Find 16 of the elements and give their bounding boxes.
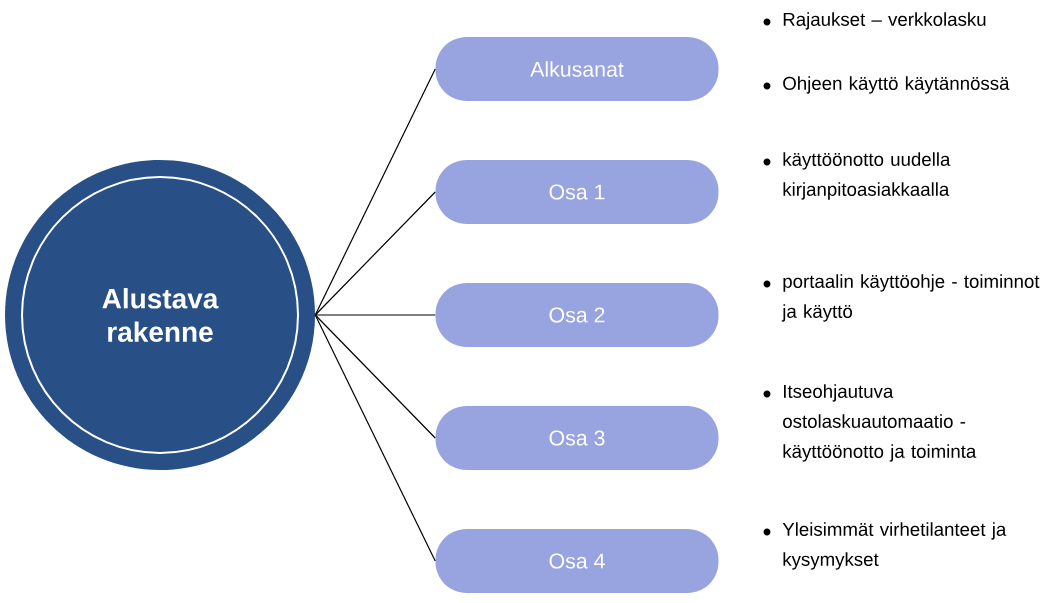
section-pill: Osa 2 — [435, 283, 719, 347]
section-pill: Osa 1 — [435, 160, 719, 224]
section-pill: Alkusanat — [435, 37, 719, 101]
connector-line — [314, 314, 436, 316]
bullet-item: Itseohjautuva ostolaskuautomaatio - käyttöönotto ja toiminta — [763, 384, 977, 462]
bullet-item: Ohjeen käyttö käytännössä — [763, 76, 1010, 94]
bullet-item: portaalin käyttöohje - toiminnot ja käyttö — [763, 274, 1040, 322]
bullet-item: Rajaukset – verkkolasku — [763, 12, 986, 30]
connector-line — [314, 314, 436, 439]
bullet-item: Yleisimmät virhetilanteet ja kysymykset — [763, 522, 1007, 570]
connector-line — [314, 68, 436, 316]
connector-line — [314, 314, 436, 562]
section-pill: Osa 4 — [435, 529, 719, 593]
connector-line — [314, 191, 436, 316]
section-pill: Osa 3 — [435, 406, 719, 470]
bullet-item: käyttöönotto uudella kirjanpitoasiakkaalla — [763, 152, 951, 200]
